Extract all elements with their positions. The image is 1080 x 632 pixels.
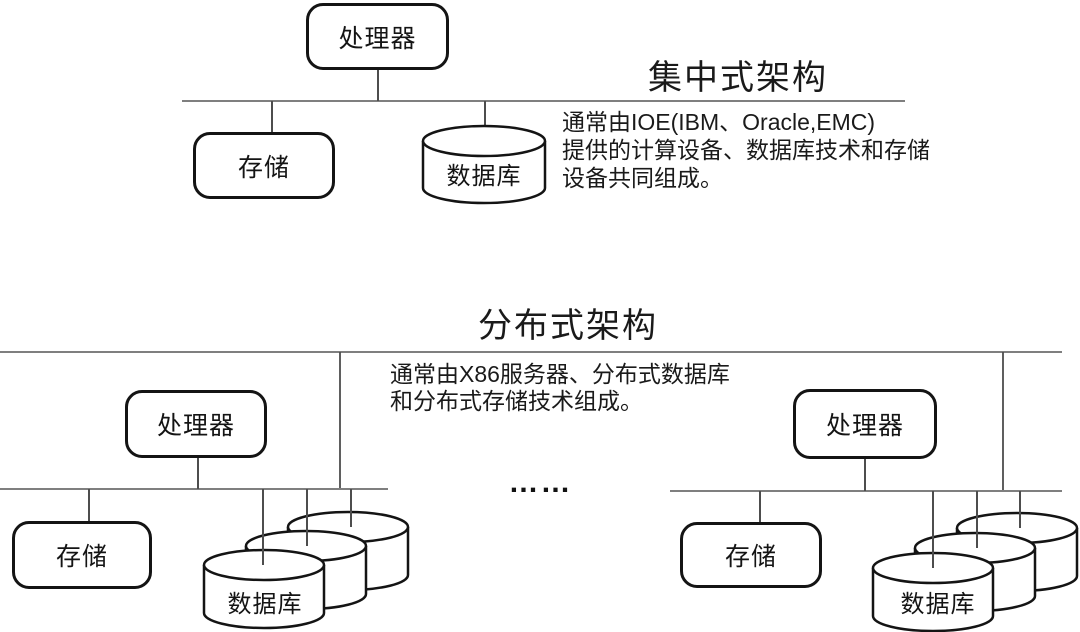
cluster2-storage-label: 存储 (724, 543, 777, 571)
distributed-section-title: 分布式架构 (478, 307, 658, 345)
cluster1-storage-node: 存储 (12, 521, 152, 589)
centralized-storage-label: 存储 (237, 153, 290, 182)
cluster2-processor-node: 处理器 (793, 389, 937, 459)
cluster2-storage-node: 存储 (680, 522, 822, 588)
cluster2-processor-label: 处理器 (825, 412, 904, 440)
centralized-processor-node: 处理器 (306, 3, 449, 70)
centralized-storage-node: 存储 (193, 132, 335, 199)
cluster2-database-label: 数据库 (900, 591, 976, 618)
centralized-section-title: 集中式架构 (648, 59, 828, 97)
cluster1-processor-node: 处理器 (125, 390, 267, 458)
cluster1-processor-label: 处理器 (156, 412, 235, 440)
distributed-description: 通常由X86服务器、分布式数据库 和分布式存储技术组成。 (390, 361, 730, 414)
cluster1-database-cylinder-front (202, 548, 326, 630)
cluster1-database-label: 数据库 (227, 591, 303, 618)
cluster1-storage-label: 存储 (55, 543, 108, 571)
centralized-processor-label: 处理器 (338, 24, 417, 53)
more-clusters-ellipsis: …… (508, 466, 573, 499)
centralized-database-label: 数据库 (446, 163, 522, 190)
centralized-description: 通常由IOE(IBM、Oracle,EMC) 提供的计算设备、数据库技术和存储 … (562, 109, 930, 191)
centralized-database-cylinder (421, 124, 547, 205)
